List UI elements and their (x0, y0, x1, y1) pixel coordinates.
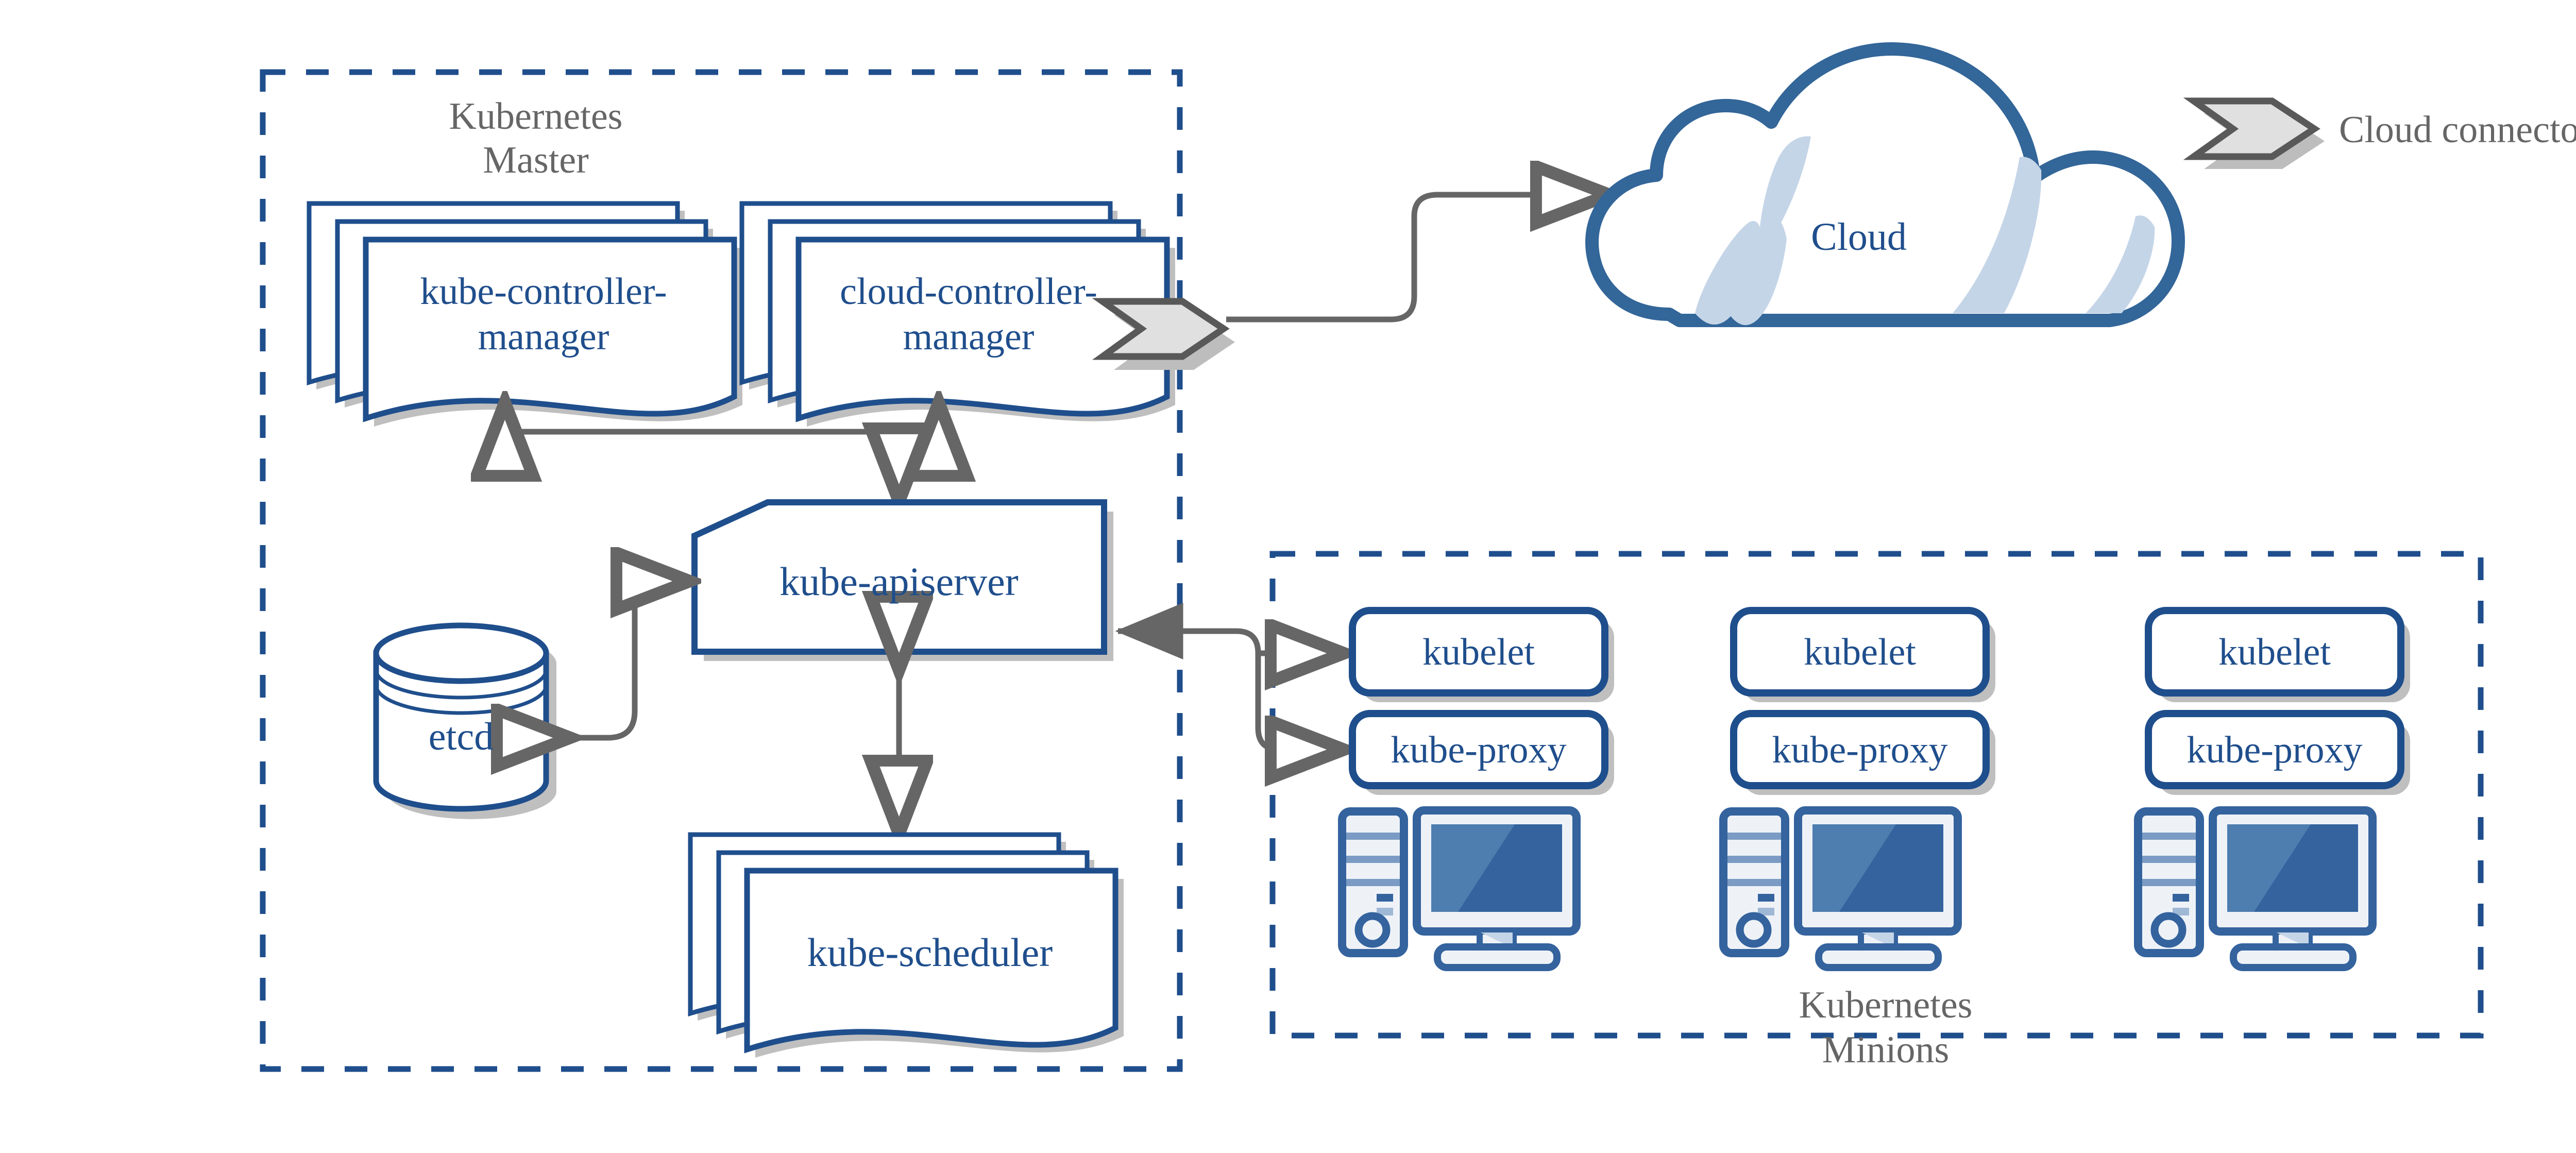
node-kube-proxy-2[interactable] (1730, 710, 1995, 795)
node-cloud[interactable] (1585, 42, 2185, 327)
node-label-kube-proxy-2: kube-proxy (1772, 729, 1947, 771)
kubernetes-master-label-line1: Kubernetes (449, 95, 623, 138)
node-label-cloud-controller-manager-line2: manager (903, 316, 1035, 358)
legend-cloud-connector-icon (2183, 97, 2325, 169)
node-kube-proxy-1[interactable] (1349, 710, 1614, 795)
node-label-kube-apiserver: kube-apiserver (779, 559, 1018, 604)
node-kubelet-1[interactable] (1349, 607, 1614, 702)
node-label-kube-proxy-3: kube-proxy (2187, 729, 2362, 771)
kubernetes-minions-label-line1: Kubernetes (1799, 984, 1973, 1026)
kubernetes-master-label-line2: Master (483, 139, 589, 181)
node-label-kube-controller-manager-line1: kube-controller- (420, 270, 667, 313)
node-kube-controller-manager[interactable] (307, 201, 742, 427)
computer-icon-3 (2134, 806, 2377, 971)
node-label-cloud-controller-manager-line1: cloud-controller- (840, 270, 1097, 313)
node-label-kubelet-2: kubelet (1804, 631, 1916, 673)
node-label-kube-scheduler: kube-scheduler (807, 930, 1053, 975)
minion-node-1 (1338, 607, 1614, 971)
connector-apiserver-etcd (566, 581, 685, 738)
node-label-etcd: etcd (429, 715, 494, 758)
kubernetes-minions-label-line2: Minions (1822, 1029, 1950, 1071)
node-label-kube-controller-manager-line2: manager (478, 316, 609, 358)
minion-node-2 (1719, 607, 1995, 971)
node-cloud-controller-manager[interactable] (739, 201, 1175, 427)
kubernetes-minions-group-box (1269, 551, 2484, 1039)
connector-apiserver-to-controller-managers (505, 407, 939, 497)
node-kube-scheduler[interactable] (688, 832, 1124, 1058)
node-kube-apiserver[interactable] (691, 499, 1113, 661)
computer-icon-2 (1719, 806, 1962, 971)
computer-icon-1 (1338, 806, 1581, 971)
minion-node-3 (2134, 607, 2410, 971)
node-kubelet-2[interactable] (1730, 607, 1995, 702)
legend-label-cloud-connector: Cloud connector (2339, 109, 2576, 151)
node-label-cloud: Cloud (1811, 215, 1907, 259)
connector-apiserver-to-minion (1115, 603, 1340, 750)
connector-cloud-controller-to-cloud (1226, 195, 1605, 323)
node-label-kube-proxy-1: kube-proxy (1391, 729, 1566, 771)
node-kubelet-3[interactable] (2145, 607, 2410, 702)
node-kube-proxy-3[interactable] (2145, 710, 2410, 795)
cloud-connector-chevron-icon (1092, 298, 1235, 370)
node-label-kubelet-3: kubelet (2218, 631, 2331, 673)
node-label-kubelet-1: kubelet (1422, 631, 1535, 673)
